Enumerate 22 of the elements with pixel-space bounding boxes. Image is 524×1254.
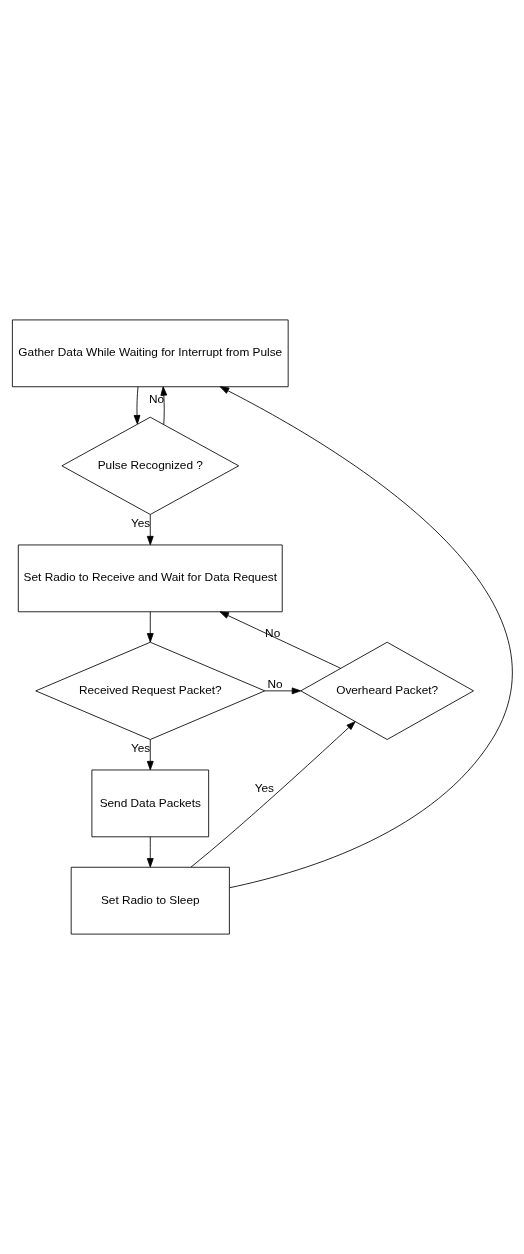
edge-label: No <box>148 391 164 406</box>
edge-label: No <box>266 676 283 691</box>
edge-label: No <box>264 625 280 640</box>
arrow <box>146 739 154 771</box>
arrow <box>133 386 140 425</box>
edge-label: Yes <box>130 515 150 530</box>
edge-label: Yes <box>254 781 274 796</box>
edge-label: Yes <box>130 740 150 755</box>
node-box: Set Radio to Receive and Wait for Data Request <box>17 544 283 613</box>
arrow <box>219 386 513 889</box>
arrow <box>190 721 356 868</box>
arrow <box>263 687 301 695</box>
arrow <box>146 836 154 868</box>
node-box: Set Radio to Sleep <box>70 866 230 935</box>
arrow <box>219 611 341 669</box>
node-box: Send Data Packets <box>91 769 209 838</box>
node-diamond: Overheard Packet? <box>299 641 474 740</box>
arrow <box>146 611 154 643</box>
arrow <box>159 386 167 425</box>
arrow <box>146 514 154 546</box>
node-box: Gather Data While Waiting for Interrupt from Pulse <box>11 319 289 388</box>
node-diamond: Received Request Packet? <box>34 641 265 740</box>
